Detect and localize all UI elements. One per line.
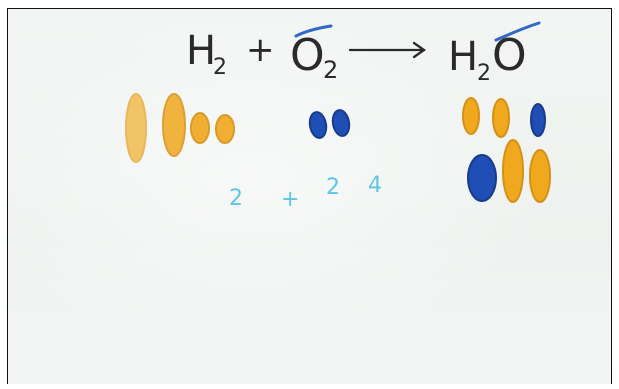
oxygen-blob	[467, 154, 497, 202]
hydrogen-blob	[215, 114, 235, 144]
equation-h2o-sub: 2	[477, 61, 491, 86]
molecule-counts: 2 + 2 4	[229, 173, 382, 212]
hydrogen-blob	[190, 112, 210, 144]
hydrogen-blob	[502, 139, 524, 203]
product-atoms	[462, 97, 551, 203]
reaction-arrow	[348, 41, 427, 59]
equation-o2-sub: 2	[323, 56, 338, 84]
count-c: 4	[368, 173, 382, 198]
oxygen-blob	[308, 111, 328, 139]
hydrogen-blob	[492, 98, 510, 138]
equation-o2: O	[290, 30, 325, 81]
hydrogen-blob	[462, 97, 480, 135]
count-a: 2	[229, 186, 243, 211]
oxygen-blob	[331, 109, 351, 137]
hydrogen-blob	[162, 93, 186, 157]
reactant-oxygen-atoms	[308, 109, 351, 139]
equation-h2o-h: H	[448, 34, 478, 80]
oxygen-blob	[530, 103, 546, 137]
equation-h2o-o: O	[492, 30, 527, 81]
blue-corrections	[294, 21, 541, 42]
reactant-hydrogen-atoms	[125, 93, 235, 163]
count-b: 2	[326, 175, 340, 200]
hydrogen-blob	[125, 93, 147, 163]
equation-h2-left: H	[186, 28, 216, 74]
count-plus: +	[281, 187, 299, 212]
equation-h2-left-sub: 2	[213, 55, 227, 80]
hydrogen-blob	[529, 149, 551, 203]
equation-plus: +	[246, 30, 275, 70]
